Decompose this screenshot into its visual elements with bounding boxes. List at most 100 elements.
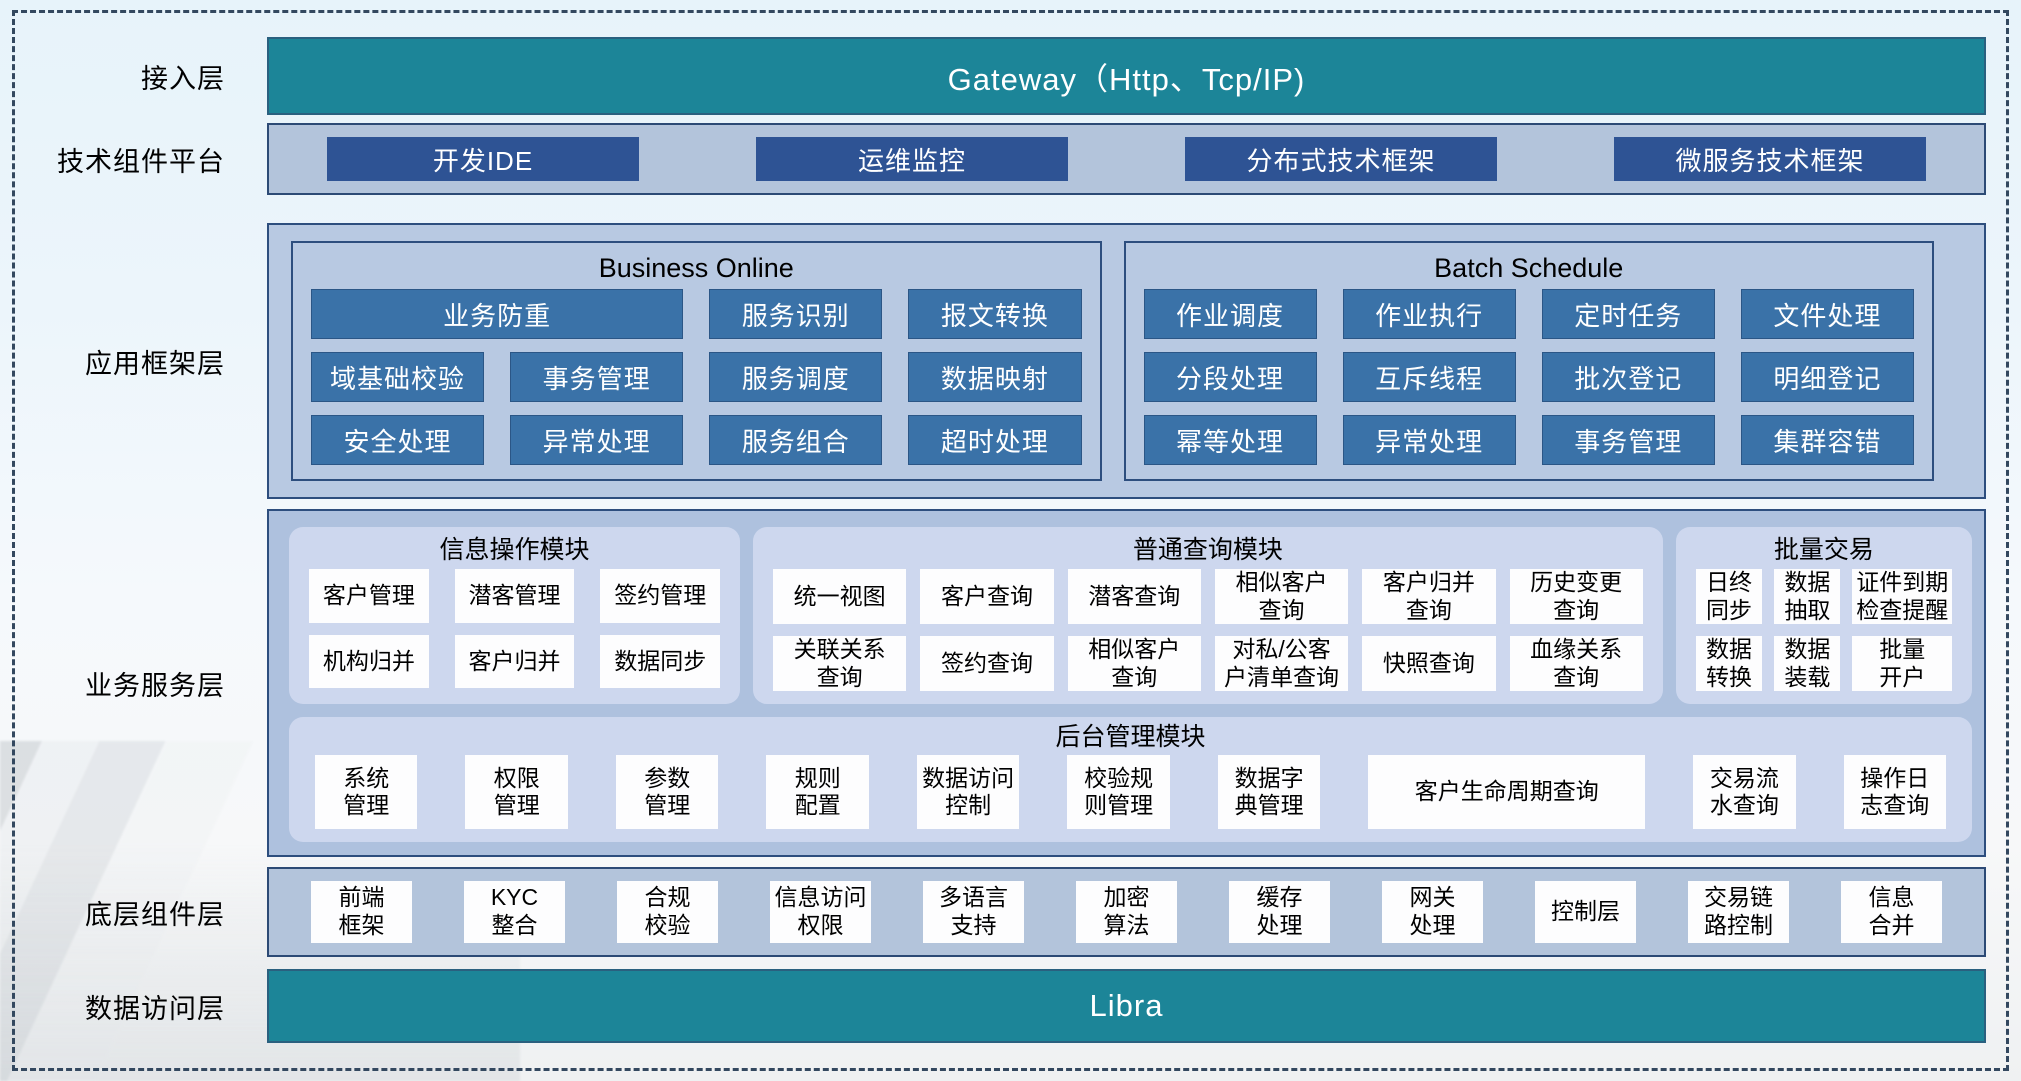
module-box: 报文转换 <box>908 289 1082 339</box>
module-box: 异常处理 <box>510 415 684 465</box>
module-box: 事务管理 <box>510 352 684 402</box>
layer-label-business-service: 业务服务层 <box>85 670 225 701</box>
backoffice-items: 系统 管理权限 管理参数 管理规则 配置数据访问 控制校验规 则管理数据字 典管… <box>315 755 1947 829</box>
module-box: 客户归并 <box>454 634 575 689</box>
module-box: 数据访问 控制 <box>916 755 1020 829</box>
module-box: 客户生命周期查询 <box>1368 755 1646 829</box>
module-box: 数据同步 <box>600 634 721 689</box>
module-box: 文件处理 <box>1740 289 1914 339</box>
module-box: 幂等处理 <box>1143 415 1317 465</box>
libra-bar: Libra <box>267 969 1986 1043</box>
panel-title: 批量交易 <box>1773 536 1874 564</box>
service-grid: 日终 同步数据 抽取证件到期 检查提醒数据 转换数据 装载批量 开户 <box>1695 569 1952 692</box>
layer-row-access: 接入层 Gateway（Http、Tcp/IP) <box>15 37 1986 115</box>
module-box: 校验规 则管理 <box>1067 755 1170 829</box>
module-box: 互斥线程 <box>1342 352 1516 402</box>
module-box: 明细登记 <box>1740 352 1914 402</box>
layer-row-data-access: 数据访问层 Libra <box>15 969 1986 1043</box>
module-box: 参数 管理 <box>615 755 719 829</box>
module-box: 血缘关系 查询 <box>1509 636 1643 692</box>
service-top-panels: 信息操作模块客户管理潜客管理签约管理机构归并客户归并数据同步普通查询模块统一视图… <box>289 527 1972 705</box>
service-panel: 信息操作模块客户管理潜客管理签约管理机构归并客户归并数据同步 <box>289 527 741 705</box>
panel-title: Batch Schedule <box>1434 253 1624 283</box>
module-box: 关联关系 查询 <box>773 636 907 692</box>
layer-label-tech-platform: 技术组件平台 <box>57 146 225 177</box>
layer-row-base-components: 底层组件层 前端 框架 KYC 整合合规 校验信息访问 权限多语言 支持加密 算法… <box>15 867 1986 957</box>
panel-title: 信息操作模块 <box>439 536 590 564</box>
tech-component-box: 运维监控 <box>756 137 1068 181</box>
module-box: 多语言 支持 <box>923 881 1024 943</box>
base-components-container: 前端 框架 KYC 整合合规 校验信息访问 权限多语言 支持加密 算法缓存 处理网… <box>267 867 1986 957</box>
module-box: 客户归并 查询 <box>1362 569 1496 625</box>
panel-title: Business Online <box>598 253 794 283</box>
module-box: 控制层 <box>1535 881 1636 943</box>
module-box: 服务组合 <box>709 415 883 465</box>
module-box: 潜客查询 <box>1067 569 1201 625</box>
tech-component-box: 分布式技术框架 <box>1185 137 1497 181</box>
gateway-bar: Gateway（Http、Tcp/IP) <box>267 37 1986 115</box>
module-box: 作业执行 <box>1342 289 1516 339</box>
module-box: 网关 处理 <box>1382 881 1483 943</box>
module-box: 签约查询 <box>920 636 1054 692</box>
module-box: 域基础校验 <box>311 352 485 402</box>
layer-label-base-components: 底层组件层 <box>85 899 225 930</box>
module-box: 客户管理 <box>309 569 429 623</box>
module-box: 集群容错 <box>1740 415 1914 465</box>
tech-component-box: 微服务技术框架 <box>1614 137 1926 181</box>
module-box: 客户查询 <box>920 569 1054 625</box>
module-box: 快照查询 <box>1362 636 1496 692</box>
panel-title: 普通查询模块 <box>1132 536 1283 564</box>
framework-grid: 作业调度作业执行定时任务文件处理分段处理互斥线程批次登记明细登记幂等处理异常处理… <box>1143 289 1914 465</box>
layer-label-app-framework: 应用框架层 <box>85 348 225 379</box>
panel-title-backoffice: 后台管理模块 <box>1055 723 1206 752</box>
module-box: 规则 配置 <box>766 755 869 829</box>
module-box: 交易链 路控制 <box>1688 881 1789 943</box>
module-box: 业务防重 <box>311 289 684 339</box>
module-box: 数据 抽取 <box>1774 569 1841 625</box>
backoffice-panel: 后台管理模块 系统 管理权限 管理参数 管理规则 配置数据访问 控制校验规 则管… <box>289 717 1972 842</box>
service-grid: 客户管理潜客管理签约管理机构归并客户归并数据同步 <box>309 569 721 689</box>
module-box: 信息 合并 <box>1841 881 1942 943</box>
module-box: 信息访问 权限 <box>770 881 871 943</box>
module-box: 机构归并 <box>309 634 429 689</box>
module-box: 对私/公客 户清单查询 <box>1214 636 1349 692</box>
framework-grid: 业务防重服务识别报文转换域基础校验事务管理服务调度数据映射安全处理异常处理服务组… <box>311 289 1082 465</box>
module-box: 操作日 志查询 <box>1843 755 1947 829</box>
module-box: 加密 算法 <box>1076 881 1177 943</box>
module-box: 服务识别 <box>709 289 883 339</box>
module-box: 数据 装载 <box>1774 636 1841 692</box>
module-box: 数据字 典管理 <box>1217 755 1321 829</box>
module-box: 权限 管理 <box>465 755 568 829</box>
module-box: KYC 整合 <box>464 881 565 943</box>
module-box: 证件到期 检查提醒 <box>1852 569 1952 625</box>
module-box: 合规 校验 <box>617 881 718 943</box>
module-box: 数据映射 <box>908 352 1082 402</box>
service-panel: 普通查询模块统一视图客户查询潜客查询相似客户 查询客户归并 查询历史变更 查询关… <box>753 527 1663 705</box>
module-box: 系统 管理 <box>315 755 418 829</box>
layer-label-data-access: 数据访问层 <box>85 993 225 1024</box>
module-box: 相似客户 查询 <box>1067 636 1201 692</box>
module-box: 签约管理 <box>600 569 721 623</box>
module-box: 前端 框架 <box>311 881 412 943</box>
module-box: 定时任务 <box>1541 289 1715 339</box>
module-box: 安全处理 <box>311 415 485 465</box>
module-box: 事务管理 <box>1541 415 1715 465</box>
service-grid: 统一视图客户查询潜客查询相似客户 查询客户归并 查询历史变更 查询关联关系 查询… <box>773 569 1643 692</box>
module-box: 历史变更 查询 <box>1509 569 1643 625</box>
module-box: 缓存 处理 <box>1229 881 1330 943</box>
layer-row-business-service: 业务服务层 信息操作模块客户管理潜客管理签约管理机构归并客户归并数据同步普通查询… <box>15 509 1986 857</box>
module-box: 超时处理 <box>908 415 1082 465</box>
module-box: 作业调度 <box>1143 289 1317 339</box>
module-box: 统一视图 <box>773 569 907 625</box>
module-box: 异常处理 <box>1342 415 1516 465</box>
layer-label-access: 接入层 <box>141 63 225 94</box>
module-box: 相似客户 查询 <box>1214 569 1349 625</box>
service-panel: 批量交易日终 同步数据 抽取证件到期 检查提醒数据 转换数据 装载批量 开户 <box>1675 527 1972 705</box>
